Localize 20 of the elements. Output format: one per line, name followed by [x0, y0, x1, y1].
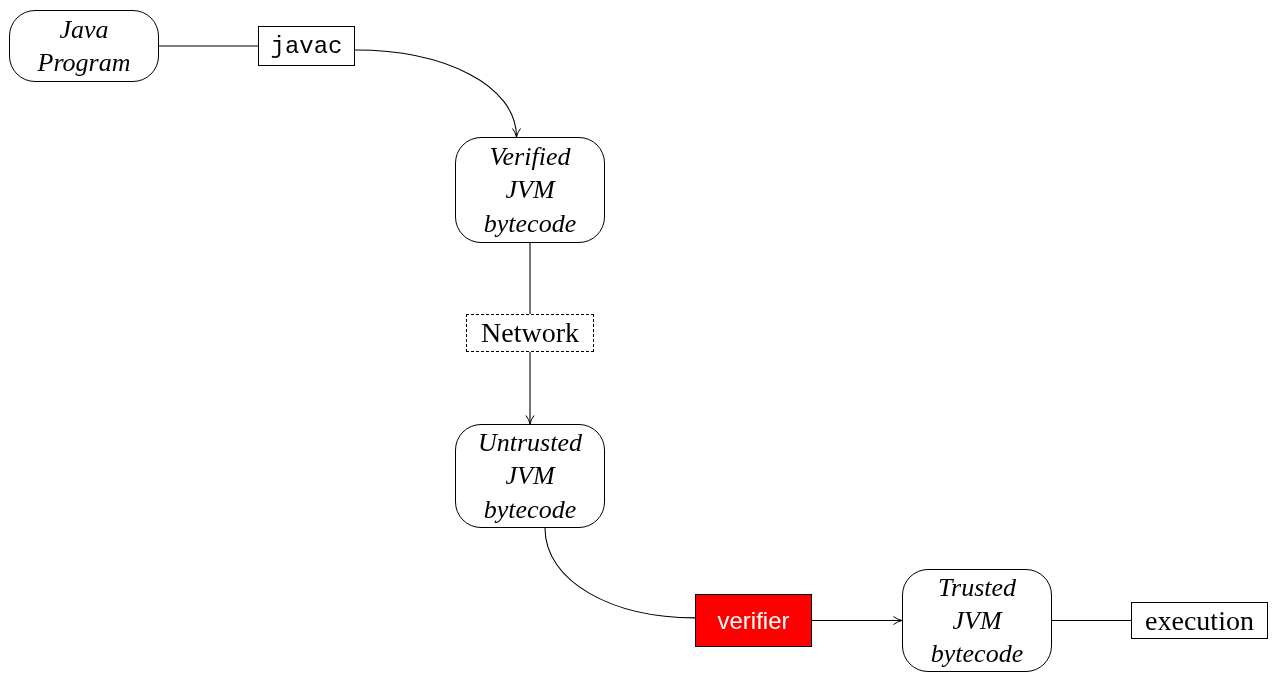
connector-line	[1051, 619, 1132, 622]
node-label: Untrusted JVM bytecode	[477, 427, 583, 526]
node-label: Java Program	[36, 13, 132, 79]
rounded-box	[9, 10, 159, 82]
rounded-box	[902, 569, 1052, 672]
node-label: Verified JVM bytecode	[482, 141, 578, 240]
connector-line	[158, 45, 259, 47]
connector-line	[529, 242, 531, 315]
node-label: verifier	[717, 606, 790, 635]
rounded-box	[455, 137, 605, 243]
node-label: Trusted JVM bytecode	[929, 571, 1025, 671]
node-label: Network	[481, 317, 579, 349]
connector-line	[544, 527, 696, 619]
command-label: javac	[270, 32, 343, 60]
dashed-box	[466, 314, 594, 352]
process-box	[258, 26, 355, 66]
rounded-box	[455, 424, 605, 528]
process-box	[695, 594, 812, 647]
process-box	[1131, 602, 1268, 639]
node-label: execution	[1145, 604, 1254, 637]
